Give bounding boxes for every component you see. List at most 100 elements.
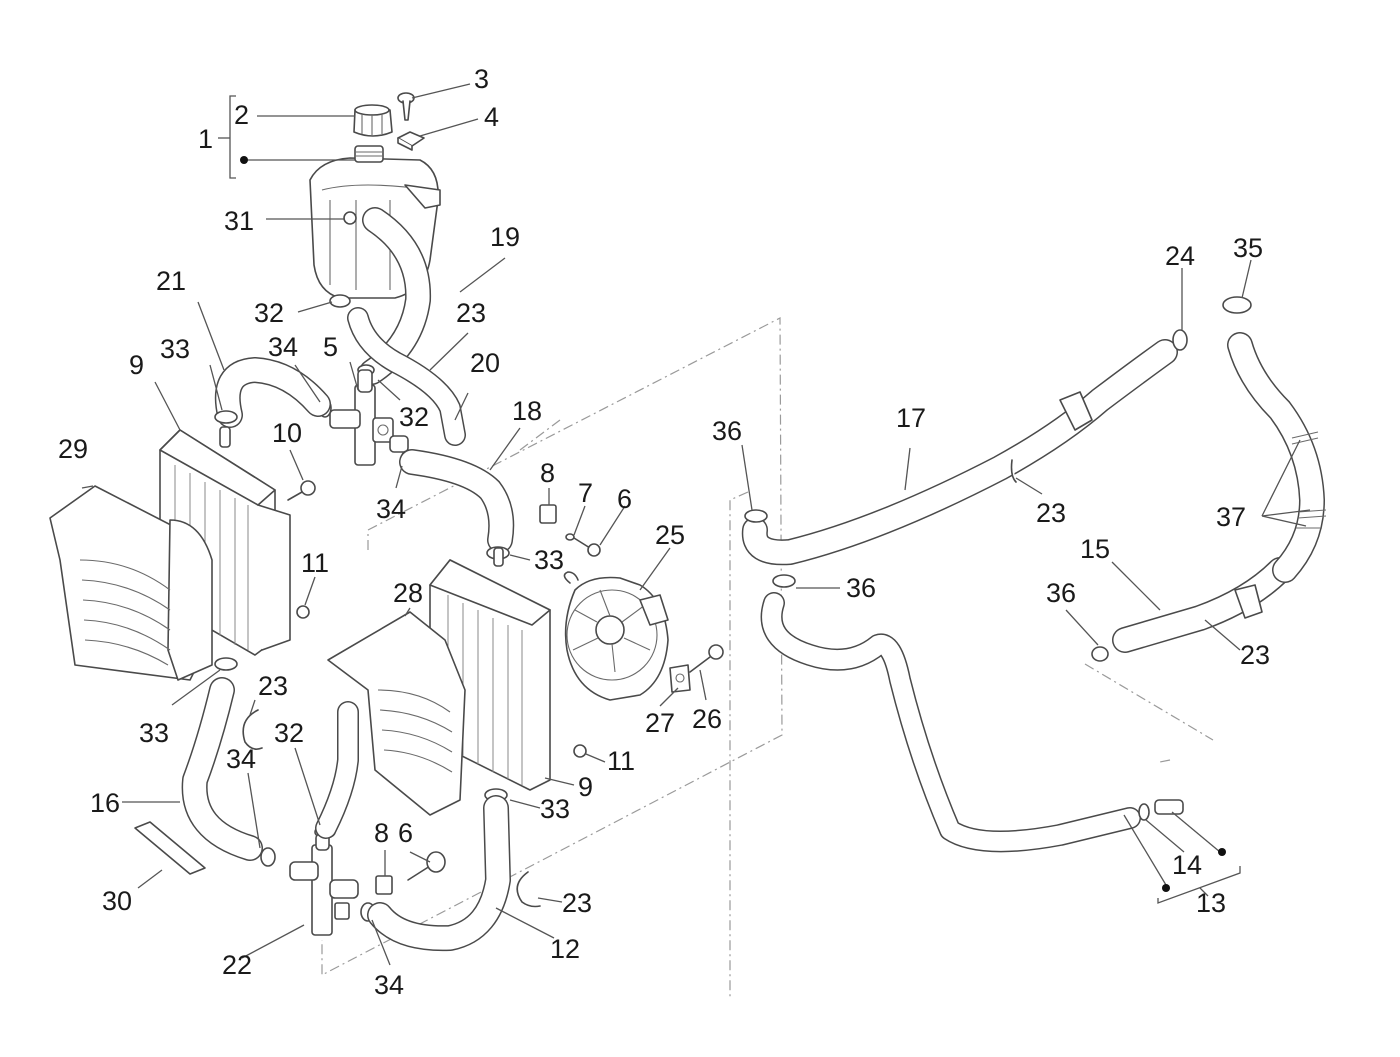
callout-23-left: 23	[258, 671, 288, 701]
rubber-strip[interactable]	[134, 821, 206, 875]
hose-clamp-pipe-17[interactable]	[1010, 459, 1017, 483]
kit-marker-dots	[240, 156, 1226, 892]
callout-28: 28	[393, 578, 423, 608]
callout-23-bottom: 23	[562, 888, 592, 918]
callout-34-bottom: 34	[374, 970, 404, 1000]
callout-4: 4	[484, 102, 499, 132]
callout-23-top: 23	[456, 298, 486, 328]
fan-bracket[interactable]	[669, 664, 691, 693]
callout-33-mid: 33	[534, 545, 564, 575]
callout-32-top: 32	[254, 298, 284, 328]
assembly-frame-center	[321, 317, 783, 976]
callout-36-top: 36	[712, 416, 742, 446]
callout-29: 29	[58, 434, 88, 464]
lower-left-hose[interactable]	[181, 677, 263, 861]
tank-fitting[interactable]	[343, 211, 357, 225]
assembly-frame-right	[729, 491, 1214, 1000]
electric-fan[interactable]	[563, 571, 669, 701]
screw[interactable]	[397, 92, 415, 121]
pipe-fitting[interactable]	[1154, 799, 1184, 815]
callout-1: 1	[198, 124, 213, 154]
callout-32-bottom: 32	[274, 718, 304, 748]
tank-cap[interactable]	[353, 104, 393, 137]
callout-16: 16	[90, 788, 120, 818]
callout-19: 19	[490, 222, 520, 252]
callout-11-right: 11	[607, 746, 635, 776]
callout-21: 21	[156, 266, 186, 296]
left-radiator-cover[interactable]	[49, 485, 213, 681]
speed-nut-upper[interactable]	[539, 504, 557, 524]
callout-27: 27	[645, 708, 675, 738]
leader-lines	[81, 83, 1311, 966]
fan-screw[interactable]	[689, 644, 724, 673]
callout-17: 17	[896, 403, 926, 433]
callout-32-mid: 32	[399, 402, 429, 432]
callout-30: 30	[102, 886, 132, 916]
band-clamp-upper[interactable]	[744, 509, 768, 523]
callout-35: 35	[1233, 233, 1263, 263]
upper-t-fitting[interactable]	[329, 369, 409, 466]
bolt-upper[interactable]	[573, 537, 601, 557]
callout-36-middle: 36	[846, 573, 876, 603]
callout-23-pipe: 23	[1036, 498, 1066, 528]
callout-36-lower: 36	[1046, 578, 1076, 608]
delivery-pipe[interactable]	[741, 339, 1178, 566]
callout-10: 10	[272, 418, 302, 448]
callout-34-left: 34	[226, 744, 256, 774]
fitting-ring[interactable]	[1138, 803, 1150, 821]
callout-2: 2	[234, 100, 249, 130]
band-clamp-lower[interactable]	[1091, 646, 1109, 662]
callout-34-top: 34	[268, 332, 298, 362]
lower-right-hose[interactable]	[367, 795, 511, 952]
callout-12: 12	[550, 934, 580, 964]
callout-15: 15	[1080, 534, 1110, 564]
band-clamp-middle[interactable]	[772, 574, 796, 588]
callout-23-return: 23	[1240, 640, 1270, 670]
callout-8-bottom: 8	[374, 818, 389, 848]
callout-33-top: 33	[160, 334, 190, 364]
pipe-clamp[interactable]	[1222, 296, 1252, 314]
bleed-hose[interactable]	[347, 307, 466, 446]
upper-left-hose[interactable]	[214, 357, 331, 428]
callout-34-mid: 34	[376, 494, 406, 524]
callout-8-top: 8	[540, 458, 555, 488]
lower-t-fitting[interactable]	[289, 833, 359, 936]
washer[interactable]	[565, 533, 575, 541]
callout-14: 14	[1172, 850, 1202, 880]
right-curved-pipe[interactable]	[1227, 332, 1327, 583]
right-radiator-outlet-hose[interactable]	[315, 701, 359, 839]
hose-clamp-open[interactable]	[242, 709, 541, 908]
callout-37: 37	[1216, 502, 1246, 532]
clamp-24[interactable]	[1172, 329, 1188, 351]
callout-labels: 1 2 3 4 31 19 21 32 23 33 34 5 20 9 32 1…	[58, 64, 1270, 1000]
callout-24: 24	[1165, 241, 1195, 271]
callout-25: 25	[655, 520, 685, 550]
right-radiator-cover[interactable]	[327, 611, 466, 816]
callout-5: 5	[323, 332, 338, 362]
callout-18: 18	[512, 396, 542, 426]
callout-6-bottom: 6	[398, 818, 413, 848]
radiator-screw[interactable]	[287, 480, 316, 501]
callout-13: 13	[1196, 888, 1226, 918]
speed-nut-lower[interactable]	[375, 875, 393, 895]
callout-33-bottom: 33	[540, 794, 570, 824]
return-pipe[interactable]	[1112, 557, 1293, 653]
callout-20: 20	[470, 348, 500, 378]
callout-9-right: 9	[578, 772, 593, 802]
nut-left[interactable]	[296, 605, 310, 619]
clip-nut[interactable]	[397, 131, 425, 151]
callout-9-left: 9	[129, 350, 144, 380]
callout-26: 26	[692, 704, 722, 734]
callout-22: 22	[222, 950, 252, 980]
callout-7: 7	[578, 478, 593, 508]
callout-33-left: 33	[139, 718, 169, 748]
callout-6-top: 6	[617, 484, 632, 514]
lower-pipe[interactable]	[760, 592, 1141, 853]
upper-right-hose[interactable]	[399, 449, 515, 553]
callout-31: 31	[224, 206, 254, 236]
bolt-lower[interactable]	[407, 851, 446, 881]
nut-right[interactable]	[573, 744, 587, 758]
callout-3: 3	[474, 64, 489, 94]
